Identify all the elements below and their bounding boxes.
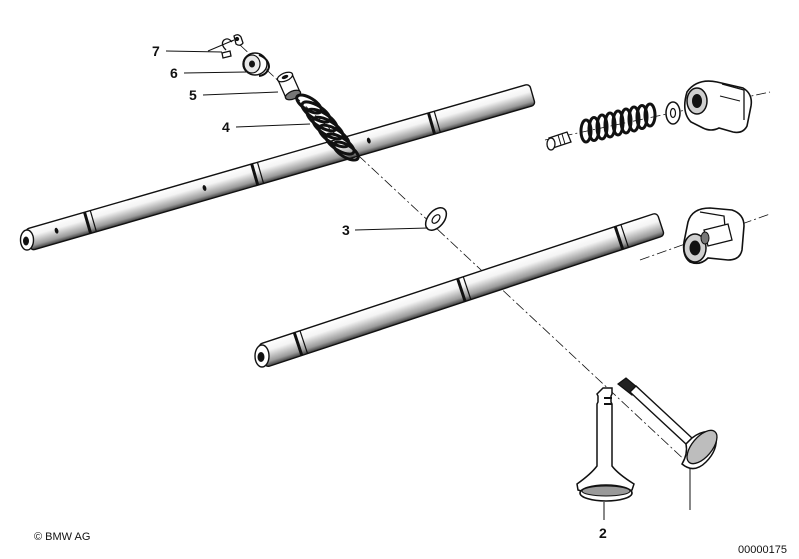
washer-part-3: [424, 207, 448, 231]
callout-6: 6: [170, 65, 178, 81]
valve-angled: [617, 377, 718, 470]
retainer-clip-part-7: [221, 34, 244, 59]
spring-cap-part-6: [242, 52, 271, 77]
coil-spring-part-4: [295, 93, 360, 162]
diagram-number: 00000175: [738, 544, 787, 556]
callout-3: 3: [342, 222, 350, 238]
adjusting-screw: [546, 131, 572, 151]
callout-7: 7: [152, 43, 160, 59]
rocker-arm-upper: [683, 80, 753, 134]
copyright-label: © BMW AG: [34, 531, 91, 543]
axis-line-upper: [239, 44, 691, 466]
callout-2: 2: [599, 525, 607, 541]
washer-right: [665, 101, 681, 125]
coil-spring-right: [579, 102, 657, 144]
callout-5: 5: [189, 87, 197, 103]
valve-part-2: [576, 387, 635, 502]
rocker-shaft-upper: [19, 84, 536, 251]
rocker-shaft-lower: [254, 213, 665, 368]
rocker-arm-lower: [682, 207, 745, 265]
callout-4: 4: [222, 119, 230, 135]
leader-lines: [165, 39, 691, 520]
